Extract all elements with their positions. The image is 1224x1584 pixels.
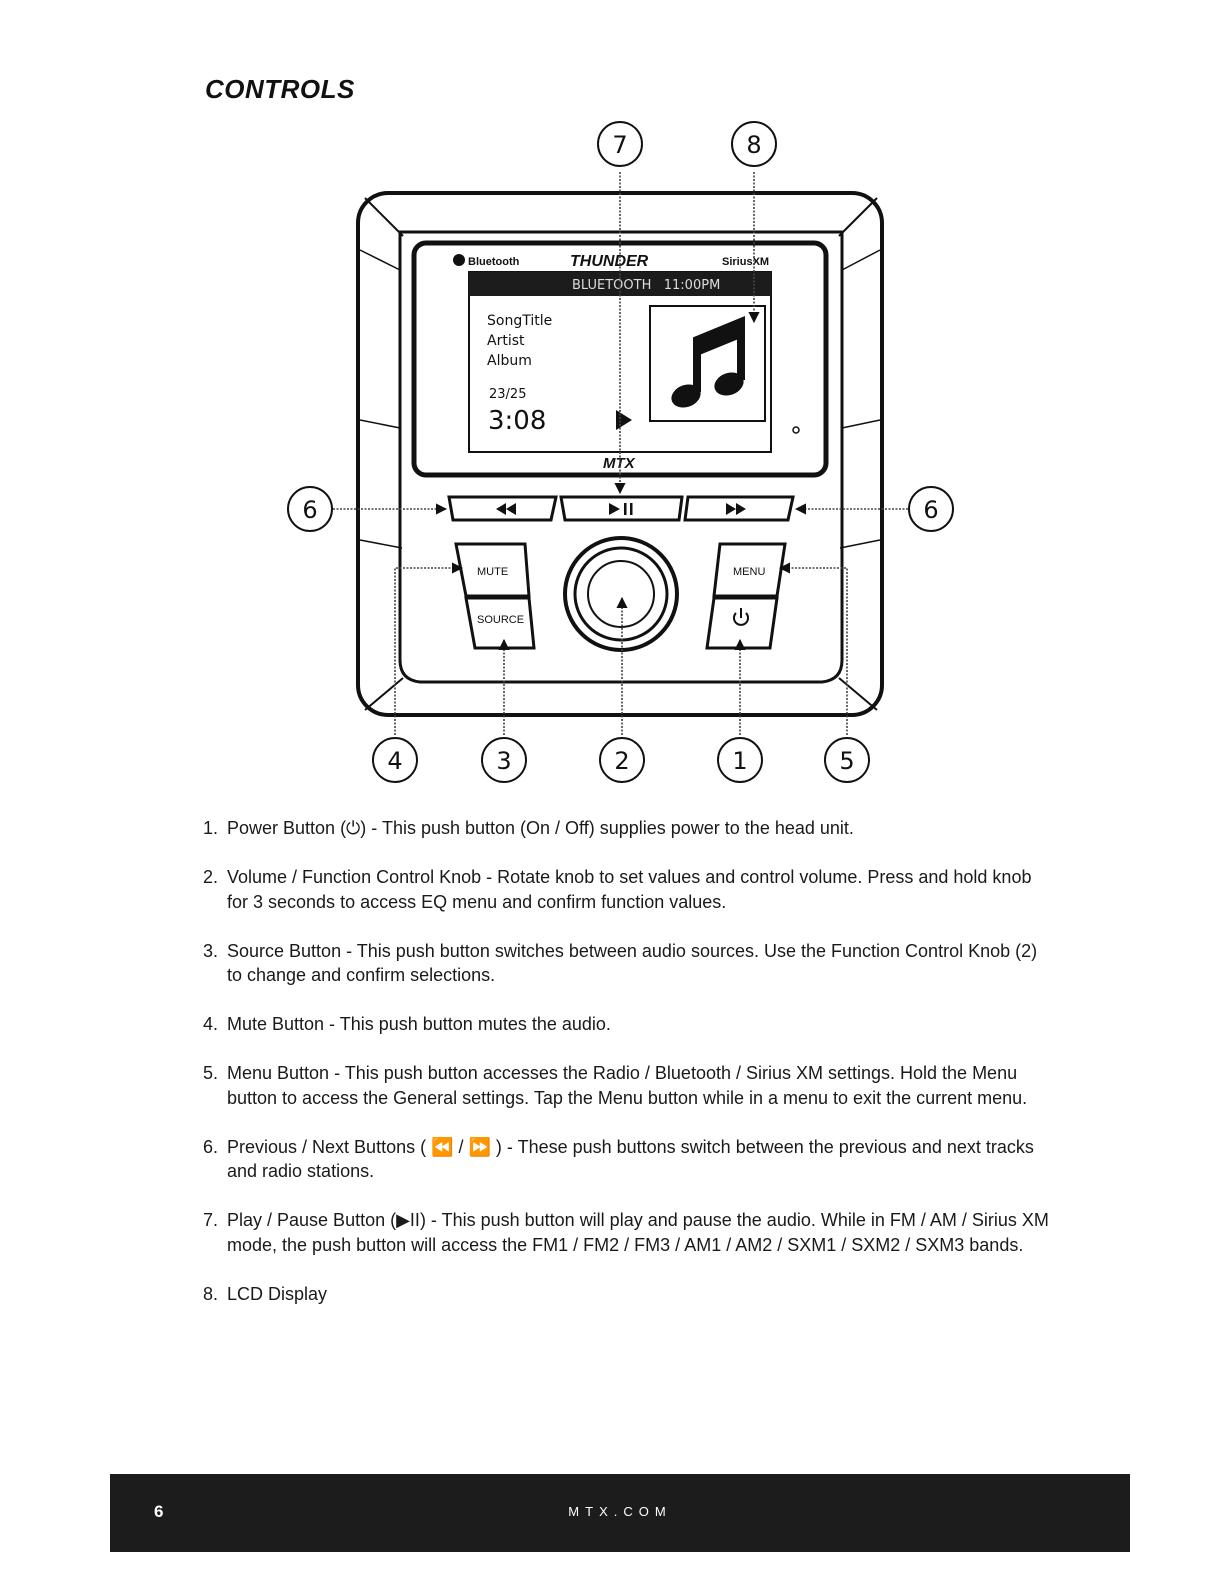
svg-text:6: 6 [923,496,938,524]
menu-label: MENU [733,566,765,578]
indicator-dot [792,426,800,434]
list-item: 3.Source Button - This push button switc… [203,940,1038,986]
music-note-icon [671,316,745,408]
svg-text:4: 4 [387,747,402,775]
list-item: 7.Play / Pause Button (▶II) - This push … [203,1210,1049,1255]
callout-7: 7 [597,121,643,167]
page-number: 6 [154,1502,164,1521]
power-icon [733,608,749,626]
svg-text:3: 3 [496,747,511,775]
lcd-display: BLUETOOTH 11:00PM SongTitle Artist Album… [468,271,800,453]
head-unit-diagram: Bluetooth THUNDER SiriusXM BLUETOOTH 11:… [287,121,954,783]
callout-leaders [333,172,908,735]
svg-text:1: 1 [732,747,747,775]
list-item: 2.Volume / Function Control Knob - Rotat… [203,867,1032,912]
display-track-count: 23/25 [489,387,526,402]
list-item: 5.Menu Button - This push button accesse… [203,1063,1028,1108]
page-footer: 6 MTX.COM [110,1474,1130,1552]
list-item: 1.Power Button (⏻) - This push button (O… [203,818,854,838]
bluetooth-icon [453,254,465,266]
svg-text:7: 7 [612,131,627,159]
display-elapsed-time: 3:08 [488,406,546,436]
controls-list: 1.Power Button (⏻) - This push button (O… [203,816,1053,1331]
list-item: 8.LCD Display [203,1283,328,1304]
callout-1: 1 [717,737,763,783]
mute-label: MUTE [477,566,508,578]
mute-button[interactable]: MUTE [454,542,531,598]
menu-button[interactable]: MENU [712,542,787,598]
source-button[interactable]: SOURCE [464,596,536,650]
svg-text:5: 5 [839,747,854,775]
display-header: BLUETOOTH 11:00PM [572,278,720,293]
callout-2: 2 [599,737,645,783]
rewind-icon [496,503,516,515]
source-label: SOURCE [477,614,524,626]
play-pause-button[interactable] [559,495,684,522]
power-button[interactable] [705,596,779,650]
callout-6-right: 6 [908,486,954,532]
callout-3: 3 [481,737,527,783]
album-art-frame [649,305,766,422]
svg-text:8: 8 [746,131,761,159]
svg-text:6: 6 [302,496,317,524]
list-item: 6.Previous / Next Buttons ( ⏪ / ⏩ ) - Th… [203,1136,1034,1182]
next-button[interactable] [683,495,795,522]
callout-5: 5 [824,737,870,783]
fast-forward-icon [726,503,746,515]
previous-button[interactable] [447,495,558,522]
display-song-title: SongTitle [487,313,552,329]
callout-8: 8 [731,121,777,167]
list-item: 4.Mute Button - This push button mutes t… [203,1014,611,1034]
svg-text:2: 2 [614,747,629,775]
page-title: CONTROLS [205,74,355,104]
play-pause-icon [609,503,620,515]
footer-site: MTX.COM [568,1504,672,1519]
display-album: Album [487,353,532,369]
bluetooth-logo: Bluetooth [468,256,520,268]
callout-4: 4 [372,737,418,783]
display-artist: Artist [487,333,525,349]
callout-6-left: 6 [287,486,333,532]
thunder-logo: THUNDER [570,253,649,270]
volume-knob[interactable] [563,536,679,652]
siriusxm-logo: SiriusXM [722,256,769,268]
